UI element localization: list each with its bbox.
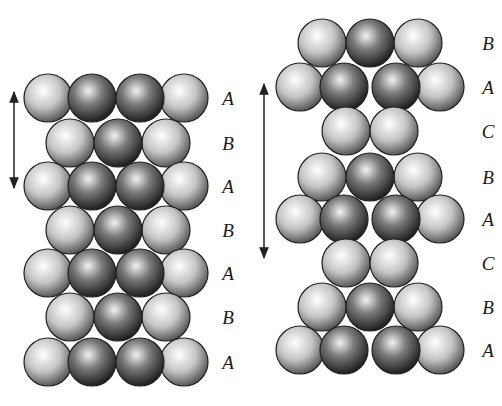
layer-letter: B (222, 308, 234, 327)
layer-letter: B (482, 298, 494, 317)
layer-letter: B (222, 221, 234, 240)
ccp-stack (276, 19, 464, 374)
layer-letter: A (222, 353, 234, 372)
layer-letter: A (222, 89, 234, 108)
layer-letter: A (482, 78, 494, 97)
layer-letter: B (482, 168, 494, 187)
layer-letter: C (482, 254, 495, 273)
repeat-arrow (263, 84, 265, 258)
repeat-arrow (13, 92, 15, 188)
layer-letter: A (222, 264, 234, 283)
layer-letter: B (222, 134, 234, 153)
layer-letter: C (482, 122, 495, 141)
layer-letter: B (482, 34, 494, 53)
hcp-stack (24, 74, 208, 386)
layer-letter: A (222, 177, 234, 196)
layer-letter: A (482, 210, 494, 229)
layer-letter: A (482, 341, 494, 360)
